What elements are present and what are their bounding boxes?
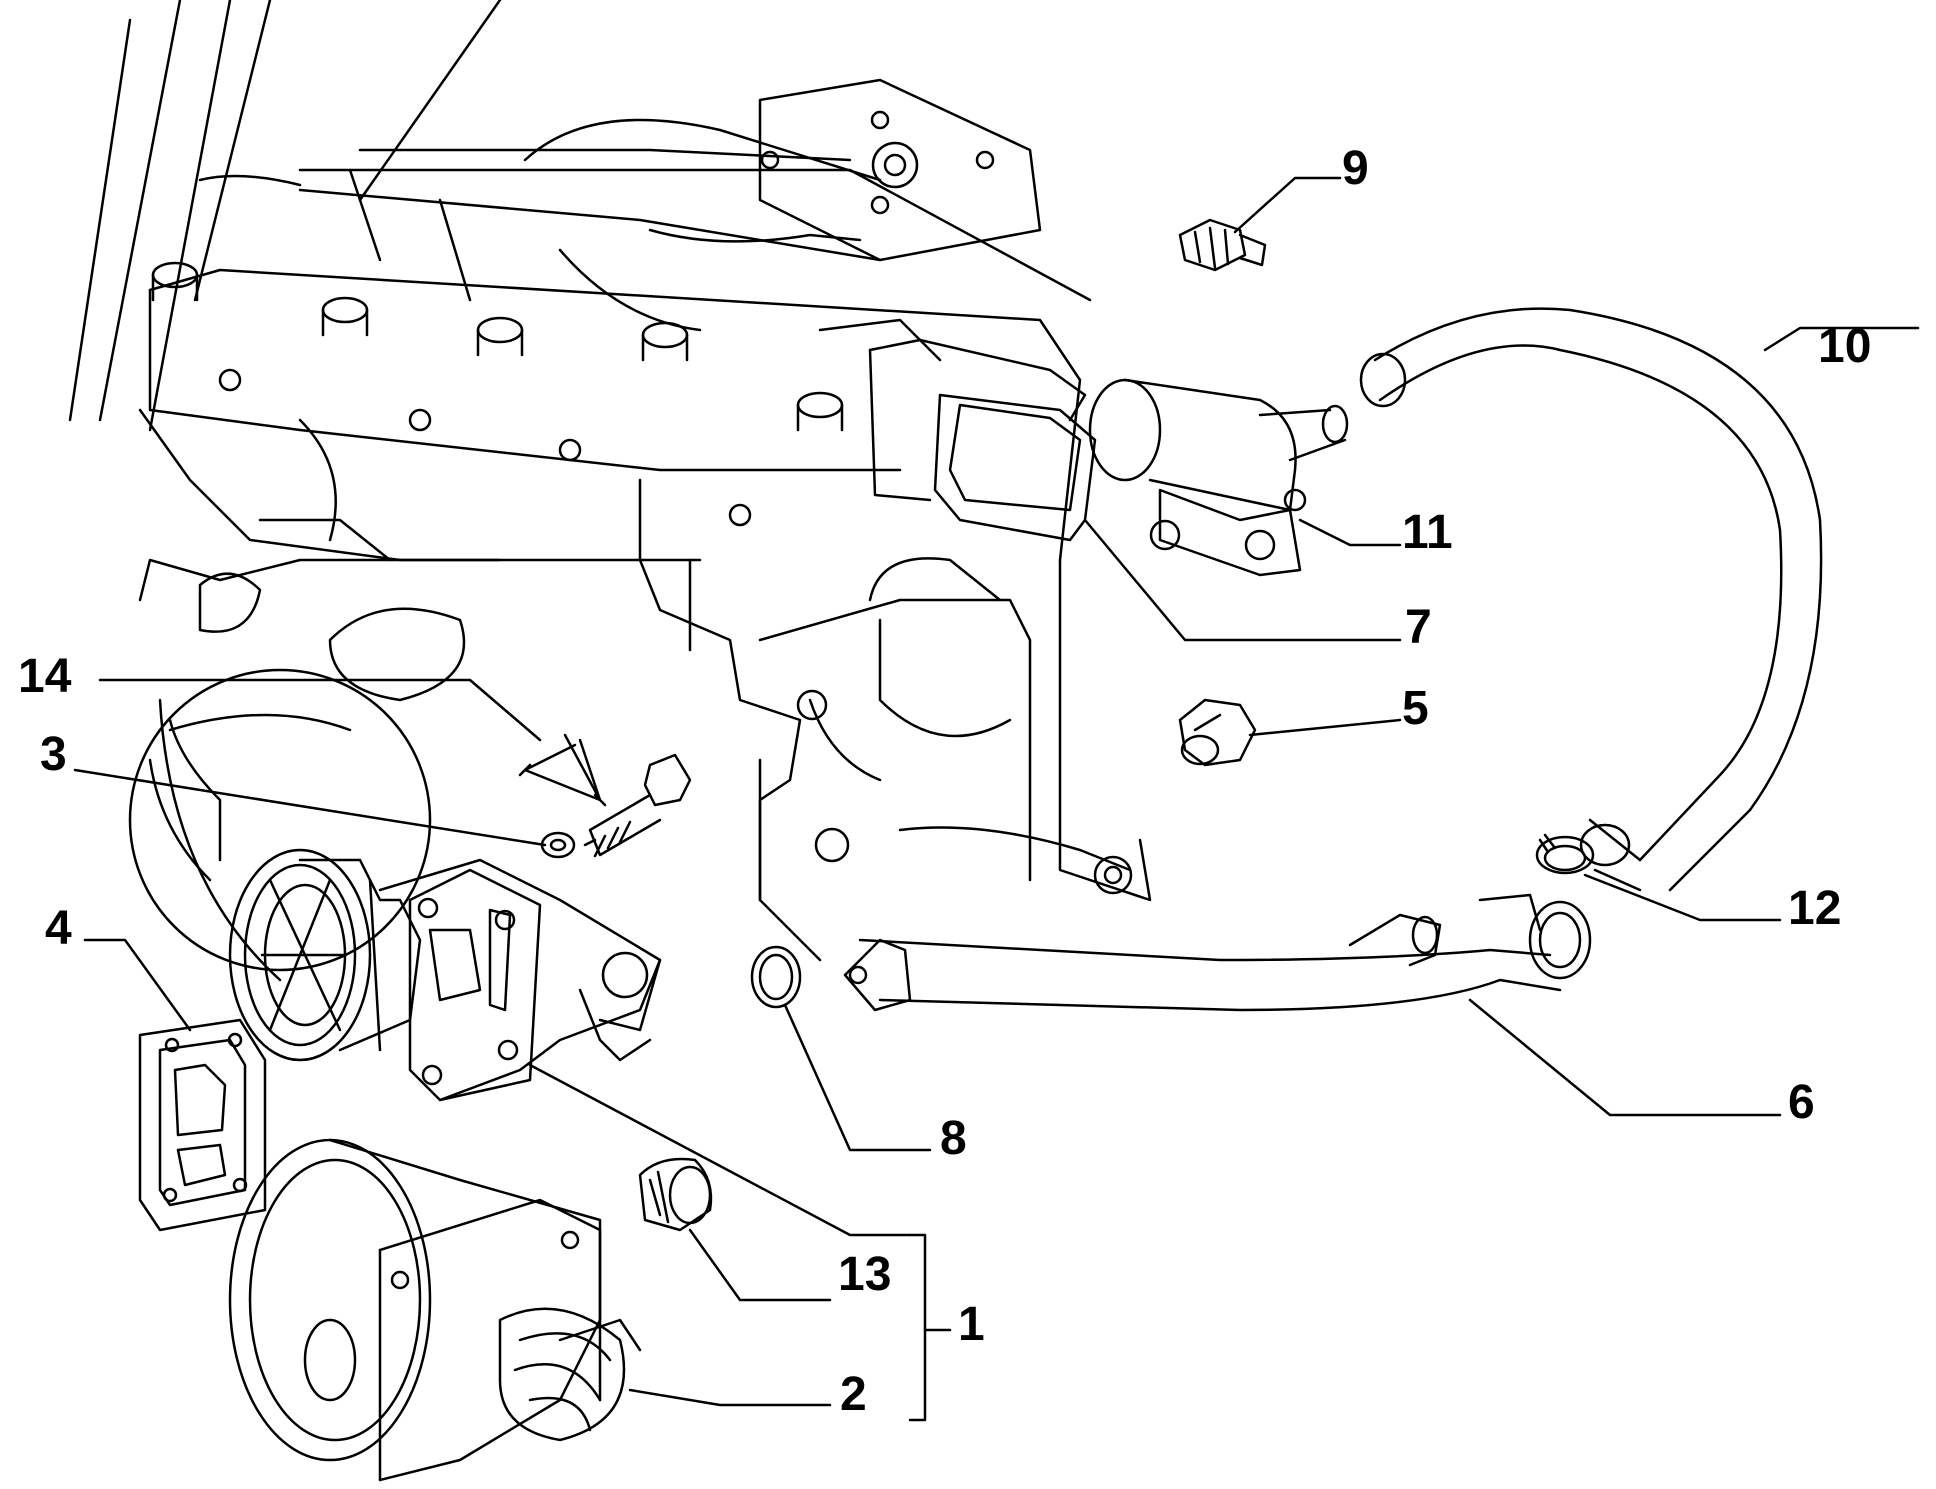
part-14-bolt — [518, 733, 692, 858]
part-5-plug — [1178, 698, 1257, 767]
callout-11: 11 — [1402, 506, 1453, 559]
part-13-water-pump — [228, 848, 662, 1102]
part-12-clamp — [1535, 833, 1595, 875]
part-6-pipe — [843, 893, 1592, 1012]
callout-5: 5 — [1402, 682, 1429, 735]
leader-lines — [73, 176, 1920, 1422]
head-bolts — [151, 261, 844, 527]
callout-labels: 9 10 11 7 5 14 3 4 12 6 8 13 1 2 — [18, 142, 1871, 1421]
callout-7: 7 — [1405, 601, 1432, 654]
callout-1: 1 — [958, 1298, 985, 1351]
part-3-washer — [540, 831, 576, 859]
part-11-outlet-housing — [1088, 378, 1349, 577]
part-2-impeller-pump — [228, 1138, 642, 1482]
engine-block — [68, 0, 1152, 982]
callout-4: 4 — [45, 902, 72, 955]
part-7-gasket — [868, 338, 1097, 542]
callout-3: 3 — [40, 728, 67, 781]
part-8-o-ring — [750, 945, 802, 1009]
callout-9: 9 — [1342, 142, 1369, 195]
callout-14: 14 — [18, 650, 72, 703]
callout-8: 8 — [940, 1112, 967, 1165]
part-10-upper-hose — [1359, 307, 1823, 892]
callout-10: 10 — [1818, 320, 1871, 373]
callout-13: 13 — [838, 1248, 891, 1301]
callout-6: 6 — [1788, 1076, 1815, 1129]
callout-2: 2 — [840, 1368, 867, 1421]
part-4-gasket — [138, 1018, 267, 1232]
part-13-plug — [638, 1157, 713, 1232]
callout-12: 12 — [1788, 882, 1841, 935]
part-9-sensor — [1178, 218, 1267, 272]
